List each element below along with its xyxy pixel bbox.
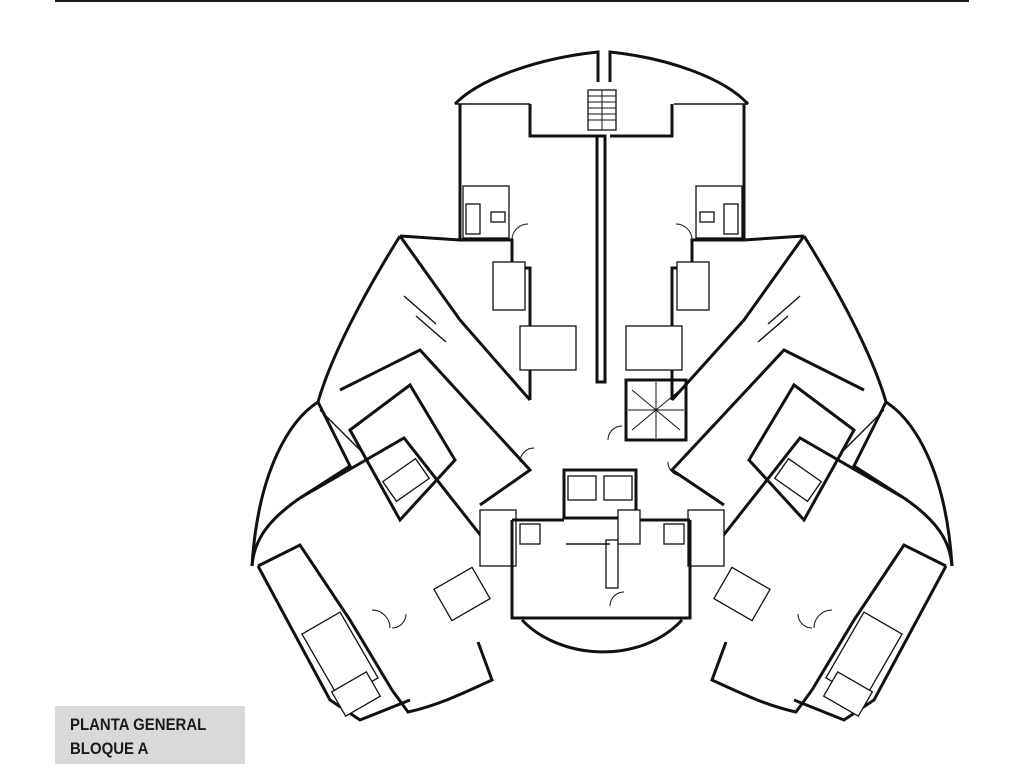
central-core [519,378,688,520]
floor-plan [250,50,954,722]
left-margin [0,0,55,768]
caption-line-1: PLANTA GENERAL [70,715,207,734]
caption-line-2: BLOQUE A [70,739,149,758]
west-wing [250,234,533,722]
south-unit [510,509,692,654]
east-wing [669,234,954,722]
north-wing [453,50,750,400]
plan-caption: PLANTA GENERAL BLOQUE A [55,706,245,764]
right-margin [969,0,1024,768]
top-rule [55,0,969,2]
